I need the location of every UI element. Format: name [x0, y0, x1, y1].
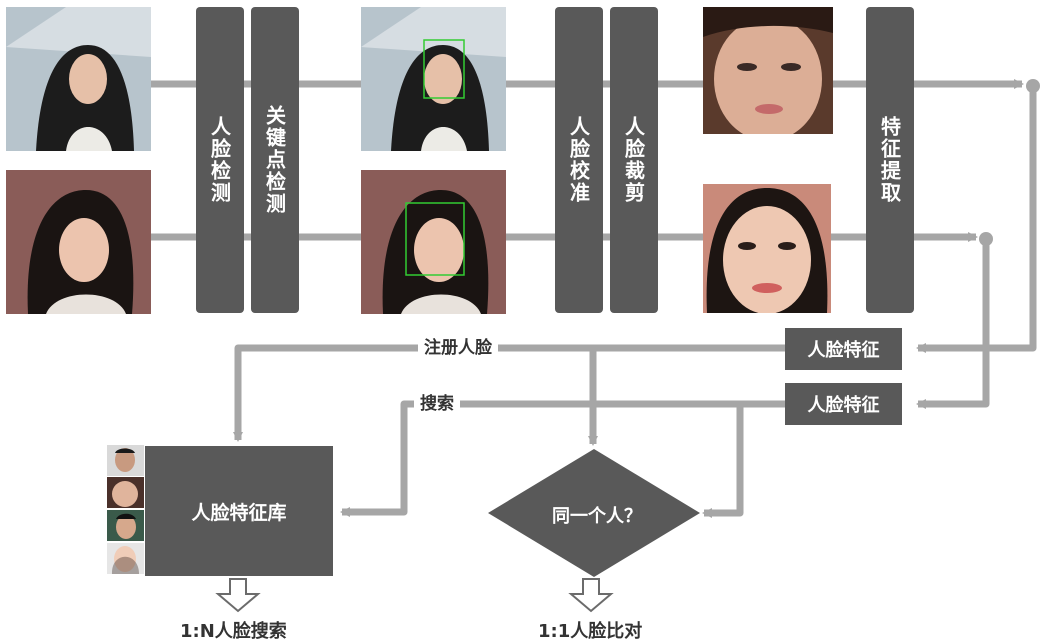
top-junction-dot	[1026, 79, 1040, 93]
input-photo-top	[6, 7, 151, 151]
register-flow	[233, 344, 785, 442]
decision-diamond	[488, 449, 700, 577]
database-thumb-2	[107, 477, 144, 508]
stage-feature-extraction: 特征提取	[866, 7, 914, 313]
input-photo-bottom	[6, 170, 151, 314]
bottom-feature-route	[916, 240, 990, 409]
stage-face-cropping-label: 人脸裁剪	[621, 116, 646, 204]
face-feature-database: 人脸特征库	[145, 446, 333, 576]
stage-face-cropping: 人脸裁剪	[610, 7, 658, 313]
database-thumb-1	[107, 445, 144, 476]
cropped-face-top	[703, 7, 833, 134]
output-arrow-1n	[215, 578, 261, 613]
stage-face-alignment-label: 人脸校准	[566, 116, 591, 204]
edge-label-search: 搜索	[414, 393, 460, 415]
stage-keypoint-detection-label: 关键点检测	[262, 105, 287, 215]
detection-box-top	[423, 39, 465, 99]
output-label-11-compare: 1:1人脸比对	[538, 621, 643, 642]
detected-photo-bottom	[361, 170, 506, 314]
cropped-face-bottom	[703, 184, 831, 313]
bottom-junction-dot	[979, 232, 993, 246]
face-feature-box-bottom: 人脸特征	[785, 383, 902, 425]
face-feature-box-top: 人脸特征	[785, 328, 902, 370]
search-to-decision	[702, 404, 744, 518]
face-feature-box-bottom-label: 人脸特征	[807, 395, 880, 416]
stage-face-detection: 人脸检测	[196, 7, 244, 313]
output-arrow-11	[568, 578, 614, 613]
database-thumb-4	[107, 543, 144, 574]
output-label-1n-search: 1:N人脸搜索	[180, 621, 287, 642]
stage-feature-extraction-label: 特征提取	[877, 116, 902, 204]
search-flow	[340, 400, 785, 517]
stage-keypoint-detection: 关键点检测	[251, 7, 299, 313]
face-feature-box-top-label: 人脸特征	[807, 340, 880, 361]
top-feature-route	[916, 87, 1037, 353]
stage-face-alignment: 人脸校准	[555, 7, 603, 313]
edge-label-register: 注册人脸	[418, 337, 498, 359]
database-thumb-3	[107, 510, 144, 541]
decision-label: 同一个人？	[552, 506, 642, 527]
detection-box-bottom	[405, 202, 465, 276]
detected-photo-top	[361, 7, 506, 151]
stage-face-detection-label: 人脸检测	[207, 116, 232, 204]
face-feature-database-label: 人脸特征库	[191, 501, 287, 524]
